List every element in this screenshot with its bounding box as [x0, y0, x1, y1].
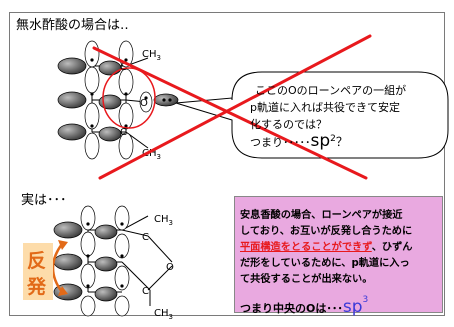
top-c1-label: C [120, 62, 127, 73]
bottom-o-label: O [166, 262, 174, 273]
conclusion-sp: sp [342, 297, 363, 317]
top-o-label: O [140, 98, 148, 109]
repulsion-arrowhead-top [58, 240, 68, 250]
explanation-box [234, 196, 443, 313]
explanation-highlight: 平面構造をとることができず [240, 242, 372, 253]
repulsion-label-box [23, 243, 53, 300]
top-heading: 無水酢酸の場合は‥ [16, 18, 129, 33]
bottom-molecule: CH3 C O C CH3 [53, 205, 174, 321]
slide-frame [9, 12, 445, 316]
bubble-sp: sp [310, 131, 331, 151]
bottom-ch3-label-2: CH3 [154, 308, 173, 321]
bottom-ch3-label: CH3 [154, 214, 173, 227]
explanation-line-1: 安息香酸の場合、ローンペアが接近 [240, 210, 403, 221]
repulsion-arrow [51, 243, 64, 293]
explanation-line-3: 平面構造をとることができず、ひずん [240, 238, 412, 253]
bottom-electron-dots [86, 222, 124, 288]
oxygen-highlight-circle [102, 67, 156, 129]
speech-bubble [175, 71, 449, 159]
bubble-line-2: p軌道に入れば共役できて安定 [250, 101, 400, 114]
explanation-line-5: て共役することが出来ない。 [240, 274, 373, 285]
top-electron-dots [90, 58, 172, 128]
conclusion-sp-superscript: 3 [362, 295, 369, 305]
bottom-heading: 実は･･･ [21, 193, 67, 208]
explanation-line-4: だ形をしているために、p軌道に入っ [240, 258, 410, 269]
bottom-c2-label: C [142, 286, 149, 297]
bubble-line-1: ここのOのローンペアの一組が [255, 84, 407, 97]
top-orbitals [57, 40, 179, 160]
repulsion-char-1: 反 [27, 250, 47, 272]
conclusion-prefix: つまり中央のOは･･･ [240, 302, 343, 315]
bubble-line-4: つまり･････sp2？ [250, 133, 348, 151]
explanation-line-2: しており、お互いが反発し合うために [240, 226, 413, 237]
rejection-cross [92, 34, 372, 180]
top-ch3-label: CH3 [142, 49, 161, 62]
bubble-line-3: 化するのでは？ [250, 118, 327, 131]
explanation-line-3-rest: 、ひずん [371, 242, 413, 253]
repulsion-char-2: 発 [27, 276, 47, 298]
top-molecule: CH3 C C O CH3 [57, 40, 179, 161]
bubble-line-4-prefix: つまり･････ [250, 136, 311, 149]
repulsion-arrowhead-bottom [58, 286, 68, 296]
bottom-orbitals [53, 205, 130, 317]
explanation-conclusion: つまり中央のOは･･･sp3 [240, 295, 369, 317]
bubble-question-mark: ？ [335, 135, 348, 149]
top-c2-label: C [120, 127, 127, 138]
bubble-sp-superscript: 2 [330, 134, 336, 144]
bottom-c1-label: C [142, 232, 149, 243]
